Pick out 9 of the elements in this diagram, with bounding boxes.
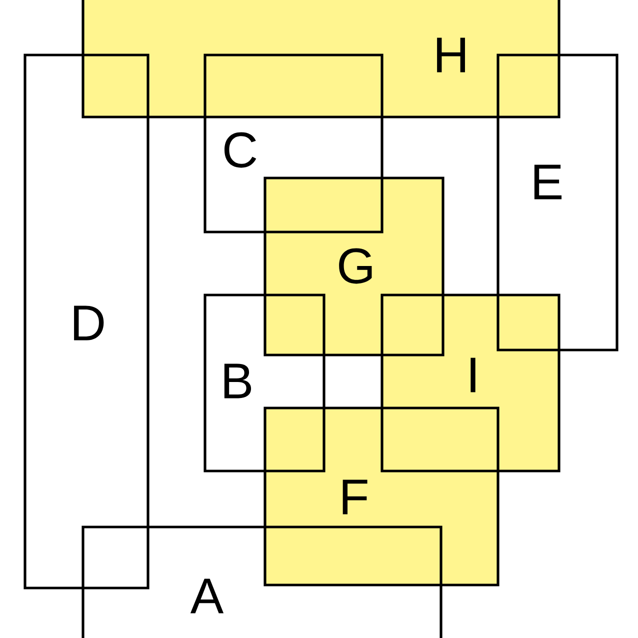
region-box: B (204, 294, 326, 472)
region-box: C (204, 54, 384, 234)
region-box: D (24, 54, 150, 590)
region-box: H (82, 0, 560, 118)
region-box: I (380, 294, 560, 472)
region-box: A (82, 526, 442, 638)
region-box: E (496, 54, 618, 352)
region-box: F (264, 406, 500, 586)
region-box: G (264, 176, 444, 356)
